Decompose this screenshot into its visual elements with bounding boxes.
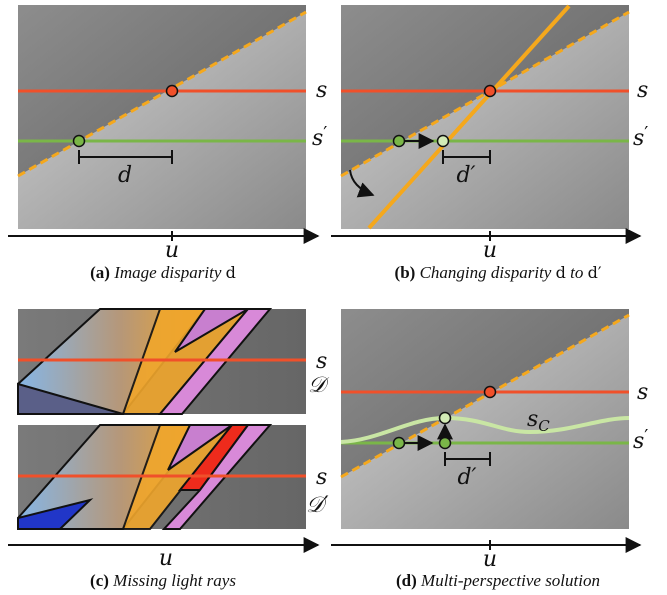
panel-a-red-point (165, 84, 179, 98)
panel-b-red-point (483, 84, 497, 98)
panel-c-top-violet-region (174, 308, 252, 353)
panel-c-set-label-2: 𝒟′ (306, 493, 329, 518)
panel-d: d′ sC s s′ u (d) Multi-perspective solut… (331, 309, 648, 590)
panel-a: d s s′ u (a) Image disparity d (8, 5, 327, 282)
panel-d-axis-label: u (483, 547, 497, 572)
panel-c-row-label-2: s (316, 465, 327, 490)
panel-b-epipolar-line (340, 10, 630, 178)
panel-a-epipolar-line (17, 10, 307, 178)
panel-c-caption: (c) Missing light rays (90, 571, 236, 590)
panel-b-row-label-s-prime: s′ (633, 123, 648, 151)
panel-b-disparity-label: d′ (456, 163, 475, 188)
panel-a-row-label-s-prime: s′ (312, 123, 327, 151)
panel-d-curve-point (438, 411, 452, 425)
panel-b-disparity-bracket (442, 150, 491, 164)
panel-c-row-label-1: s (316, 349, 327, 374)
panel-c-axis-label: u (159, 546, 173, 571)
panel-b: d′ s s′ u (b) Changing disparity d to d′ (331, 4, 648, 282)
panel-c-image-top (17, 308, 306, 415)
panel-c-bottom-violet-region (167, 424, 236, 471)
panel-a-caption: (a) Image disparity d (90, 263, 236, 282)
panel-b-rotation-arrow (349, 169, 375, 198)
panel-a-disparity-label: d (118, 163, 132, 188)
panel-b-lower-region (341, 12, 629, 229)
panel-d-epipolar-line (340, 313, 630, 479)
panel-d-row-label-s: s (637, 380, 648, 405)
panel-d-row-label-s-prime: s′ (633, 426, 648, 454)
panel-b-caption: (b) Changing disparity d to d′ (395, 263, 602, 282)
panel-d-disparity-label: d′ (457, 465, 476, 490)
panel-c-top-dark-region (17, 382, 124, 415)
panel-d-solution-curve (340, 415, 630, 444)
panel-d-disparity-bracket (444, 452, 491, 466)
panel-c-image-bottom (17, 424, 306, 530)
panel-a-disparity-bracket (78, 150, 173, 164)
panel-a-lower-region (18, 12, 306, 229)
panel-c: s 𝒟 s 𝒟′ u (c) Missing light rays (8, 308, 330, 590)
panel-a-axis-label: u (165, 238, 179, 263)
panel-a-row-label-s: s (316, 78, 327, 103)
panel-a-green-point (72, 134, 86, 148)
panel-d-caption: (d) Multi-perspective solution (396, 571, 600, 590)
panel-b-axis-label: u (483, 238, 497, 263)
panel-d-shifted-point (438, 436, 452, 450)
panel-d-red-point (483, 385, 497, 399)
panel-b-shifted-point (436, 134, 450, 148)
panel-d-curve-label: sC (527, 407, 550, 435)
panel-c-set-label-1: 𝒟 (308, 373, 330, 398)
panel-b-row-label-s: s (637, 78, 648, 103)
panel-b-green-point (392, 134, 406, 148)
panel-d-green-point (392, 436, 406, 450)
panel-c-bottom-blue-region (17, 498, 94, 530)
panel-b-rotated-line (367, 4, 571, 230)
